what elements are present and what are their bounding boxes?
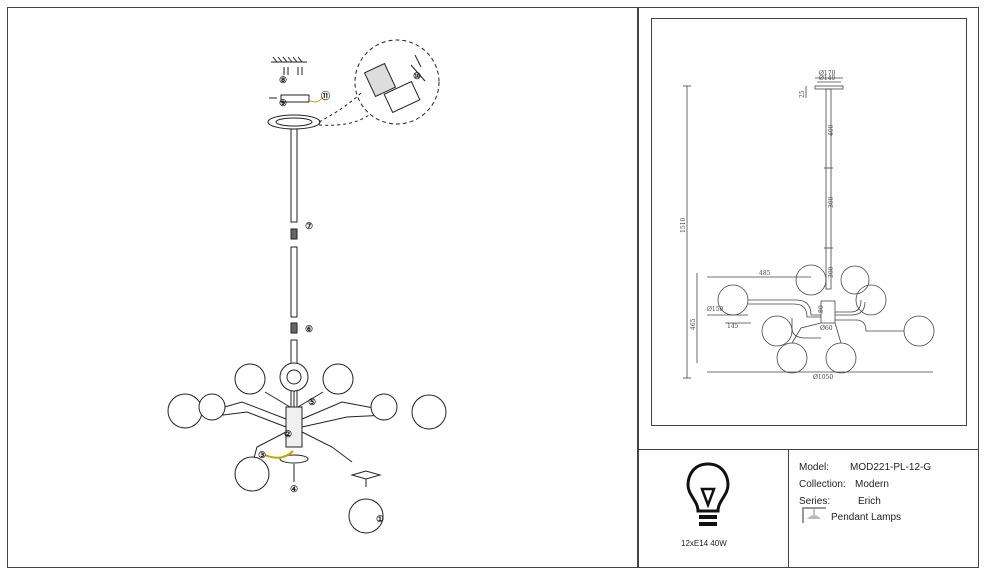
pendant-lamp-icon [802, 507, 826, 523]
dimension-inner-frame [651, 18, 967, 426]
glass-globes [167, 362, 447, 534]
rod-segment-mid [290, 246, 298, 318]
rod-outline [825, 88, 832, 290]
step-2: ② [284, 430, 292, 440]
step-9: ⑨ [279, 99, 287, 109]
model-label: Model: [799, 462, 830, 473]
wiring-detail-zoom [354, 39, 440, 125]
step-10: ⑩ [413, 72, 421, 82]
step-3: ③ [258, 451, 266, 461]
step-1: ① [376, 515, 384, 525]
info-panel [788, 449, 979, 568]
model-value: MOD221-PL-12-G [850, 462, 932, 473]
central-body [285, 406, 303, 448]
step-numbers: ① ② ③ ④ ⑤ ⑥ ⑦ ⑧ ⑨ ⑩ ⑪ [258, 72, 421, 525]
collection-value: Modern [855, 479, 889, 490]
dimension-labels: Ø170 Ø140 25 400 300 300 1510 485 Ø150 8… [680, 70, 836, 381]
ceiling-hatch [271, 56, 307, 63]
dim-canopy-inner: Ø140 [819, 75, 836, 82]
dim-total-height: 1510 [680, 218, 687, 233]
step-11: ⑪ [321, 90, 330, 102]
canopy-outline [814, 85, 844, 90]
type-value: Pendant Lamps [831, 512, 902, 523]
dim-rod-top: 400 [828, 124, 835, 136]
dim-shade-dia: Ø150 [707, 306, 724, 313]
dim-small: 145 [727, 323, 739, 330]
dim-canopy-outer: Ø170 [819, 70, 836, 77]
bulb-icon [686, 462, 730, 526]
dimension-drawing: Ø170 Ø140 25 400 300 300 1510 485 Ø150 8… [680, 70, 935, 381]
dim-arm-reach: 485 [759, 270, 771, 277]
assembly-panel [7, 7, 638, 568]
dim-body-height: 80 [818, 305, 825, 313]
dim-fixture-height: 465 [690, 318, 697, 330]
series-label: Series: [799, 496, 831, 507]
globe-outlines [717, 264, 935, 374]
mounting-bracket [280, 94, 310, 103]
dim-rod-mid: 300 [828, 196, 835, 208]
rod-segment-top [290, 128, 298, 223]
dim-body-dia: Ø60 [820, 325, 833, 332]
dim-rod-low: 300 [828, 266, 835, 278]
step-8: ⑧ [279, 76, 287, 86]
bulb-spec: 12xE14 40W [681, 539, 727, 548]
series-value: Erich [858, 496, 881, 507]
dim-canopy-height: 25 [799, 90, 806, 98]
step-4: ④ [290, 485, 298, 495]
step-6: ⑥ [305, 325, 313, 335]
arm-outlines [748, 299, 904, 344]
step-5: ⑤ [308, 398, 316, 408]
dim-total-width: Ø1050 [813, 374, 833, 381]
assembly-diagram: ① ② ③ ④ ⑤ ⑥ ⑦ ⑧ ⑨ ⑩ ⑪ [167, 39, 447, 534]
collection-label: Collection: [799, 479, 846, 490]
step-7: ⑦ [305, 222, 313, 232]
